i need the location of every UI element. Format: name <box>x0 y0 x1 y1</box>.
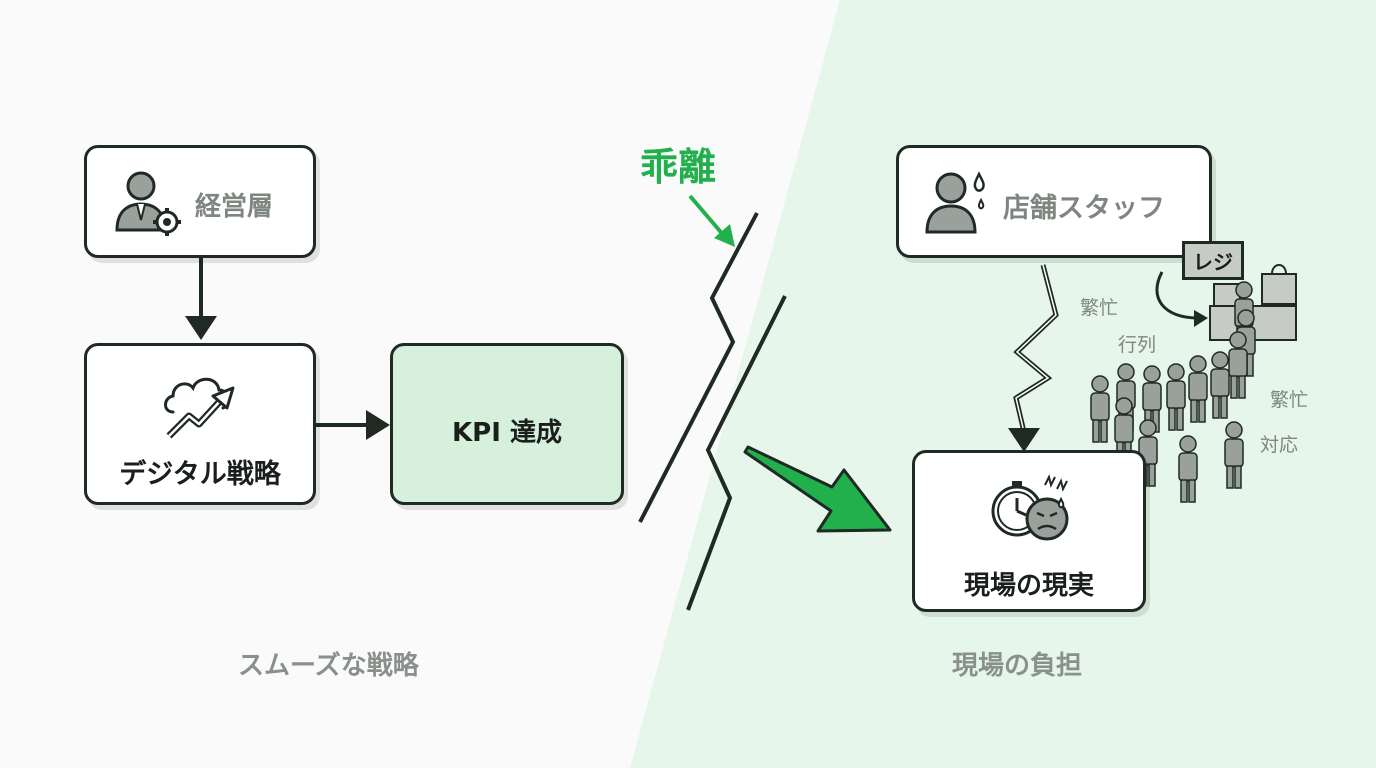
stressed-person-icon <box>925 171 985 234</box>
arrow-management-to-strategy <box>185 258 217 340</box>
management-box: 経営層 <box>84 145 316 258</box>
reality-box: 現場の現実 <box>912 450 1146 612</box>
gap-line-left <box>638 212 759 523</box>
arrow-strategy-to-kpi <box>316 410 390 440</box>
big-green-arrow <box>743 445 892 533</box>
shopping-bag-icon <box>1261 264 1297 305</box>
busy-annotation-2: 繁忙 <box>1270 389 1309 411</box>
staff-box: 店舗スタッフ <box>896 145 1212 258</box>
left-caption: スムーズな戦略 <box>238 651 419 681</box>
kpi-box: KPI 達成 <box>390 343 624 505</box>
register-label: レジ <box>1182 241 1244 280</box>
right-caption: 現場の負担 <box>952 651 1083 681</box>
register-curved-arrow <box>1155 271 1208 327</box>
strategy-label: デジタル戦略 <box>119 459 281 490</box>
response-annotation: 対応 <box>1260 434 1299 456</box>
kpi-label: KPI 達成 <box>452 418 562 448</box>
cloud-growth-arrow-icon <box>164 377 235 439</box>
strategy-box: デジタル戦略 <box>84 343 316 505</box>
executive-with-gear-icon <box>115 171 181 236</box>
gap-pointer-arrow <box>688 194 735 247</box>
queue-annotation: 行列 <box>1118 334 1157 356</box>
management-label: 経営層 <box>195 192 274 222</box>
gap-label: 乖離 <box>640 145 717 189</box>
lightning-arrow <box>1008 264 1059 452</box>
reality-label: 現場の現実 <box>963 571 1094 601</box>
stopwatch-frustrated-face-icon <box>991 474 1069 541</box>
staff-label: 店舗スタッフ <box>1003 193 1165 224</box>
gap-line-right <box>686 295 787 611</box>
busy-annotation-1: 繁忙 <box>1080 297 1119 319</box>
